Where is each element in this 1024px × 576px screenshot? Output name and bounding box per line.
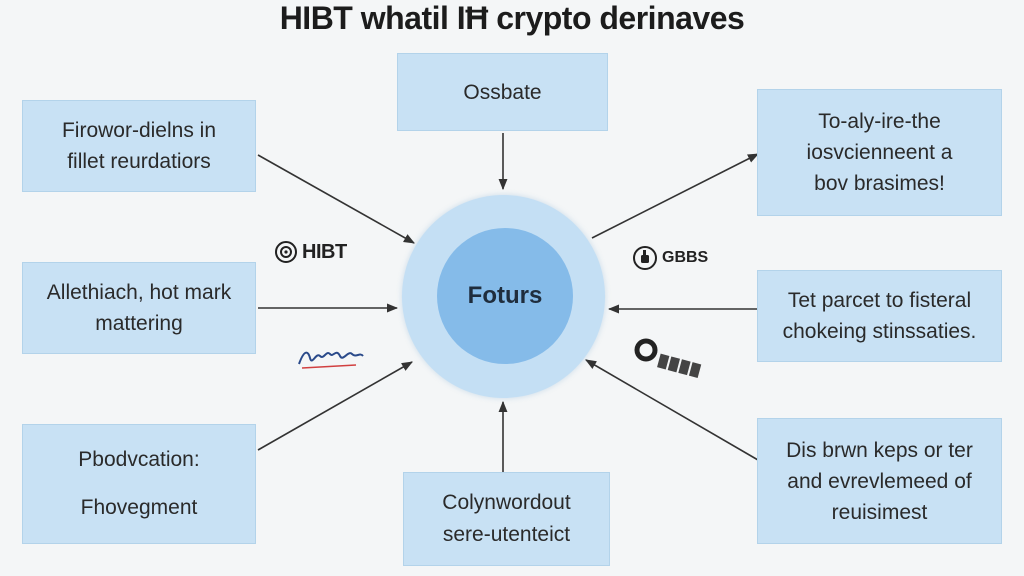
node-text: Pbodvcation:: [78, 448, 200, 471]
node-right-bottom: Dis brwn keps or ter and evrevlemeed of …: [757, 418, 1002, 544]
target-icon: [275, 241, 297, 263]
signature-logo: [298, 351, 364, 369]
ring-logo: [634, 338, 702, 379]
hub-label: Foturs: [467, 282, 543, 309]
node-text: reuisimest: [831, 500, 928, 524]
node-text: Firowor‐dielns in: [61, 119, 217, 142]
node-text: iosvcienneent a: [806, 141, 953, 164]
node-text: and evrevlemeed of: [787, 469, 972, 493]
node-text: To‐aly‐ire‐the: [818, 110, 941, 133]
node-text: mattering: [95, 312, 183, 335]
node-right-mid: Tet parcet to fisteral chokeing stinssat…: [757, 270, 1002, 362]
node-bottom: Colynwordout sere‐utenteict: [403, 472, 610, 566]
gbbs-logo: GBBS: [632, 245, 708, 271]
node-text: Fhovegment: [80, 496, 198, 519]
node-text: bov brasimes!: [814, 172, 945, 195]
node-top: Ossbate: [397, 53, 608, 131]
node-text: sere‐utenteict: [442, 523, 571, 546]
node-left-top: Firowor‐dielns in fillet reurdatiors: [22, 100, 256, 192]
arrow-right-bottom-to-hub: [585, 359, 759, 461]
arrow-left-bottom-to-hub: [257, 361, 413, 451]
node-text: fillet reurdatiors: [67, 150, 211, 173]
arrow-hub-to-right-top: [591, 153, 759, 239]
hand-icon: [633, 246, 657, 270]
hub-node: Foturs: [437, 228, 573, 364]
gbbs-logo-text: GBBS: [662, 249, 709, 266]
node-right-top: To‐aly‐ire‐the iosvcienneent a bov brasi…: [757, 89, 1002, 216]
node-text: Dis brwn keps or ter: [786, 438, 973, 462]
node-text: Colynwordout: [442, 491, 571, 514]
node-left-mid: Allethiach, hot mark mattering: [22, 262, 256, 354]
node-text: chokeing stinssaties.: [782, 320, 977, 343]
hibt-logo: HIBT: [274, 240, 347, 264]
node-left-bottom: Pbodvcation: Fhovegment: [22, 424, 256, 544]
node-text: Ossbate: [463, 80, 542, 104]
node-text: Tet parcet to fisteral: [787, 289, 972, 312]
diagram-title: HIBT whatil IĦ crypto derinaves: [279, 0, 745, 36]
node-text: Allethiach, hot mark: [46, 281, 232, 304]
hibt-logo-text: HIBT: [302, 240, 347, 263]
arrow-left-top-to-hub: [257, 154, 415, 244]
